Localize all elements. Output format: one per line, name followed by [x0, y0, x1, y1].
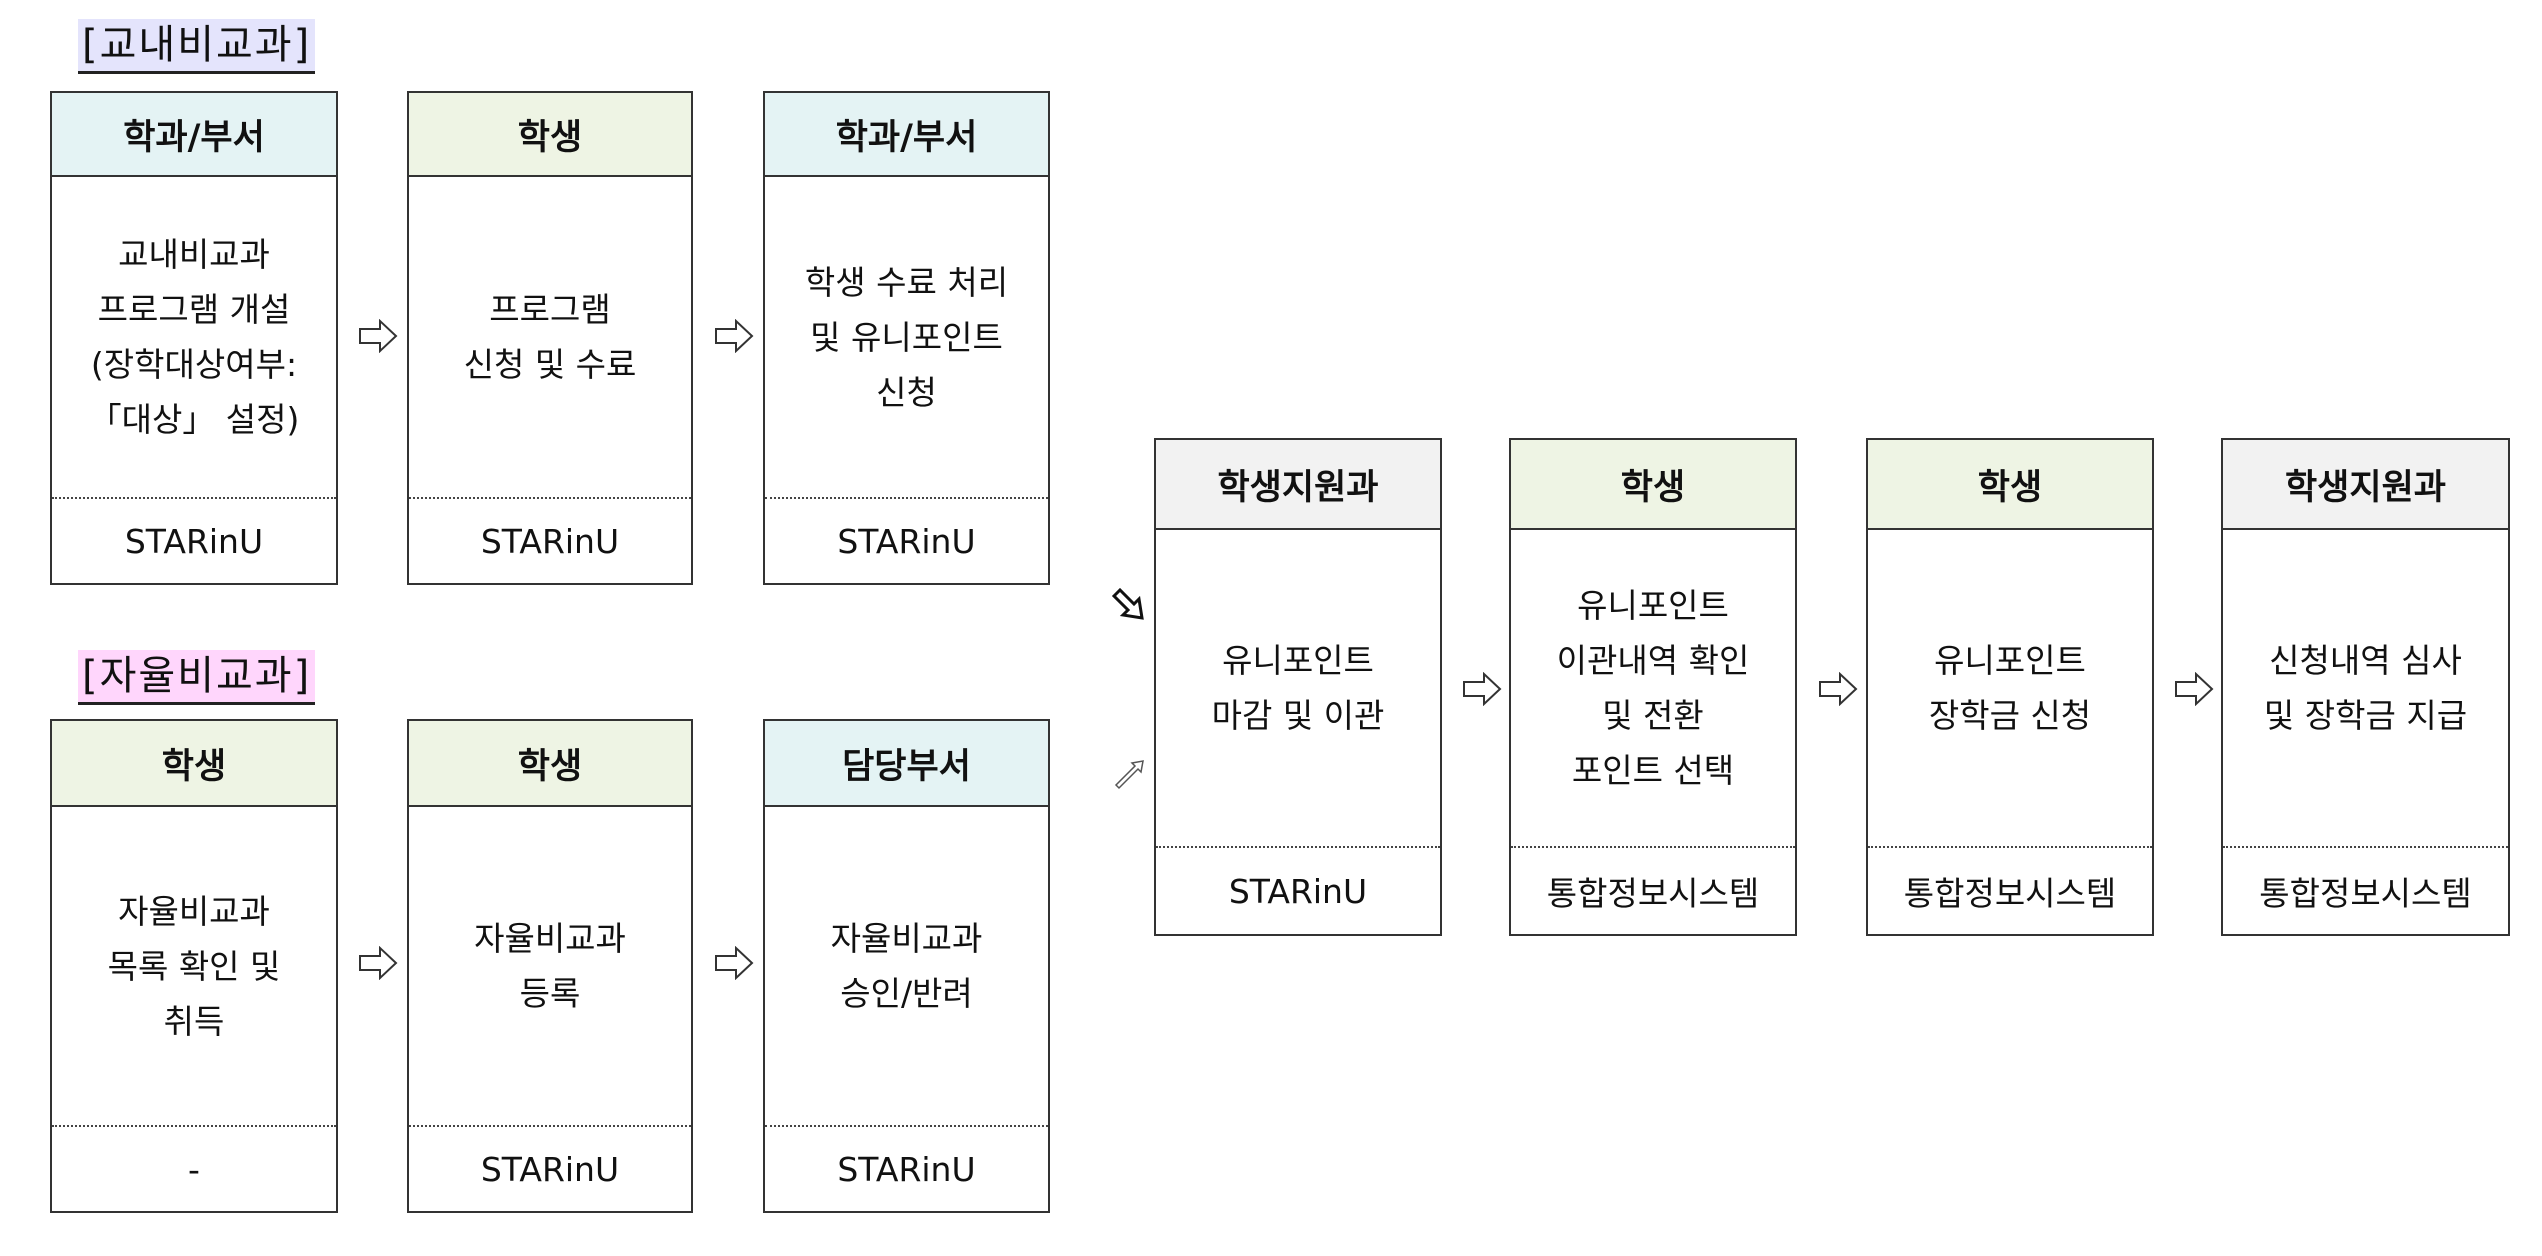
actor-label: 학생	[409, 93, 691, 177]
right-arrow-icon	[1819, 672, 1858, 706]
step-self-3: 담당부서 자율비교과 승인/반려 STARinU	[763, 719, 1050, 1213]
section-title-internal: [교내비교과]	[78, 19, 316, 74]
right-arrow-icon	[715, 946, 754, 980]
step-internal-3: 학과/부서 학생 수료 처리 및 유니포인트 신청 STARinU	[763, 91, 1050, 585]
system-label: 통합정보시스템	[2223, 846, 2508, 934]
right-arrow-icon	[359, 319, 398, 353]
task-text: 자율비교과 승인/반려	[830, 919, 983, 1013]
task-text: 자율비교과 등록	[474, 919, 626, 1013]
system-label: 통합정보시스템	[1511, 846, 1795, 934]
step-common-4: 학생지원과 신청내역 심사 및 장학금 지급 통합정보시스템	[2221, 438, 2510, 936]
step-internal-1: 학과/부서 교내비교과 프로그램 개설 (장학대상여부: 「대상」 설정) ST…	[50, 91, 338, 585]
system-label: STARinU	[1156, 846, 1440, 934]
down-right-arrow-icon	[1112, 588, 1144, 620]
actor-label: 학생	[409, 721, 691, 807]
right-arrow-icon	[715, 319, 754, 353]
right-arrow-icon	[1463, 672, 1502, 706]
section-title-selfdirected: [자율비교과]	[78, 650, 316, 705]
actor-label: 학생	[52, 721, 336, 807]
task-text: 학생 수료 처리 및 유니포인트 신청	[804, 262, 1009, 412]
actor-label: 학생	[1868, 440, 2152, 530]
system-label: STARinU	[409, 497, 691, 583]
step-self-2: 학생 자율비교과 등록 STARinU	[407, 719, 693, 1213]
actor-label: 학생지원과	[2223, 440, 2508, 530]
system-label: STARinU	[409, 1125, 691, 1211]
right-arrow-icon	[359, 946, 398, 980]
system-label: -	[52, 1125, 336, 1211]
step-self-1: 학생 자율비교과 목록 확인 및 취득 -	[50, 719, 338, 1213]
actor-label: 학생지원과	[1156, 440, 1440, 530]
task-text: 교내비교과 프로그램 개설 (장학대상여부: 「대상」 설정)	[88, 235, 300, 439]
right-arrow-icon	[2175, 672, 2214, 706]
actor-label: 학과/부서	[52, 93, 336, 177]
task-text: 프로그램 신청 및 수료	[463, 290, 637, 384]
step-common-1: 학생지원과 유니포인트 마감 및 이관 STARinU	[1154, 438, 1442, 936]
actor-label: 담당부서	[765, 721, 1048, 807]
task-text: 유니포인트 장학금 신청	[1928, 641, 2092, 735]
up-right-arrow-icon	[1114, 760, 1144, 790]
system-label: STARinU	[52, 497, 336, 583]
task-text: 자율비교과 목록 확인 및 취득	[107, 891, 281, 1041]
actor-label: 학과/부서	[765, 93, 1048, 177]
system-label: STARinU	[765, 497, 1048, 583]
system-label: STARinU	[765, 1125, 1048, 1211]
task-text: 유니포인트 이관내역 확인 및 전환 포인트 선택	[1556, 586, 1750, 790]
step-common-3: 학생 유니포인트 장학금 신청 통합정보시스템	[1866, 438, 2154, 936]
step-common-2: 학생 유니포인트 이관내역 확인 및 전환 포인트 선택 통합정보시스템	[1509, 438, 1797, 936]
step-internal-2: 학생 프로그램 신청 및 수료 STARinU	[407, 91, 693, 585]
system-label: 통합정보시스템	[1868, 846, 2152, 934]
actor-label: 학생	[1511, 440, 1795, 530]
task-text: 유니포인트 마감 및 이관	[1211, 641, 1385, 735]
task-text: 신청내역 심사 및 장학금 지급	[2263, 641, 2468, 735]
